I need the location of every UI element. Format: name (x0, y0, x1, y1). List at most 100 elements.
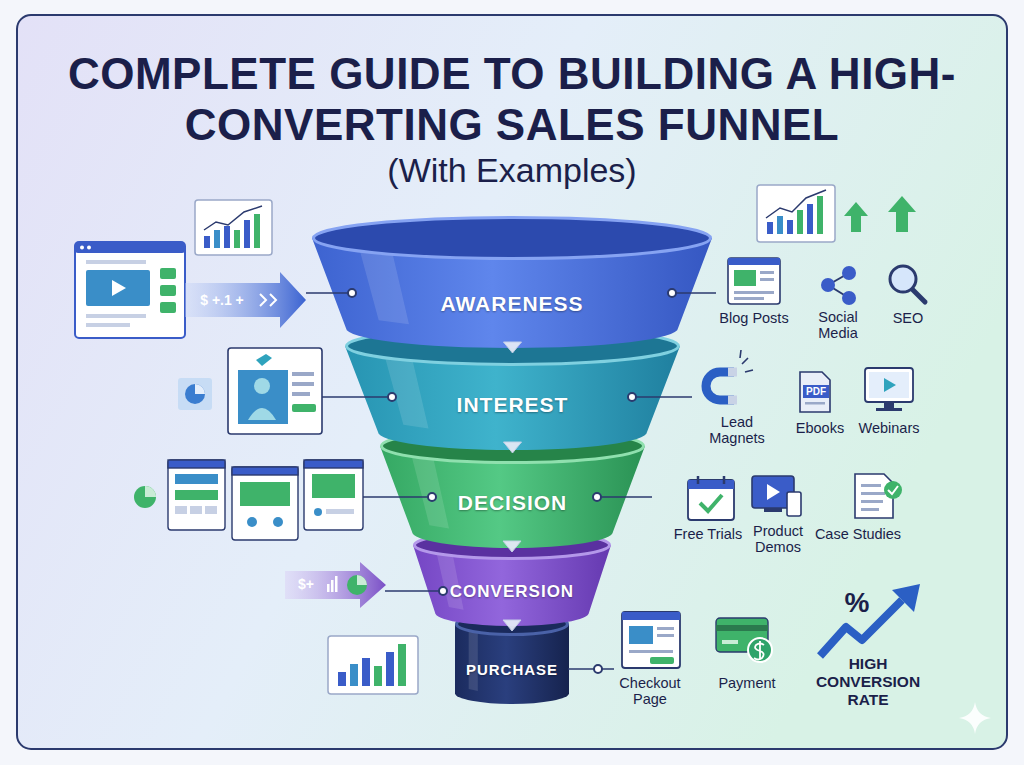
icon-caption: Product Demos (743, 523, 813, 555)
profile-card-icon-part (292, 392, 310, 396)
band-rim (314, 218, 711, 259)
video-page-icon-part (86, 260, 146, 264)
case-study-icon-part (855, 474, 893, 518)
wireframe-pages-part (190, 506, 202, 514)
pie-icon-part (134, 486, 156, 508)
band-highlight (412, 457, 449, 529)
case-study-icon-part (861, 500, 883, 503)
seo-magnifier-icon-part (912, 289, 925, 302)
leader-lines-part (568, 668, 614, 670)
wireframe-pages-part (168, 460, 225, 468)
band-rim (382, 430, 644, 463)
case-study-icon (855, 474, 902, 518)
magnet-icon-part (706, 372, 734, 400)
case-study-icon-part (861, 508, 879, 511)
conversion-arrow-part (331, 580, 334, 592)
profile-card-icon-part (238, 370, 288, 424)
funnel-band-shape (312, 216, 712, 348)
icon-caption: PDF (801, 385, 831, 398)
magnet-icon (706, 350, 753, 400)
growth-chart-card-part (767, 222, 773, 234)
bar-chart-card-part (362, 658, 370, 686)
video-page-icon-part (160, 302, 176, 313)
bar-chart-card-part (386, 652, 394, 686)
video-page-icon-part (75, 242, 185, 338)
growth-chart-card-part (797, 210, 803, 234)
stage-label: AWARENESS (312, 291, 712, 316)
blog-icon-part (760, 278, 774, 281)
case-study-icon-part (888, 486, 898, 494)
wireframe-pages-part (232, 467, 298, 540)
calendar-icon-part (697, 476, 700, 484)
flow-arrowhead (504, 442, 522, 453)
blog-icon-part (760, 271, 774, 274)
checkout-page-icon-part (622, 612, 680, 620)
demo-devices-icon (752, 476, 801, 516)
icon-caption: Checkout Page (610, 675, 690, 707)
mini-chart-card-part (224, 226, 230, 248)
growth-chart-card (757, 185, 835, 242)
mini-chart-card-part (244, 220, 250, 248)
icon-caption: % (837, 588, 877, 618)
wireframe-pages-part (175, 474, 218, 484)
profile-card-icon-part (254, 378, 270, 394)
calendar-icon-part (688, 480, 734, 489)
subtitle-text: (With Examples) (302, 150, 722, 190)
social-share-icon-part (828, 273, 849, 285)
demo-devices-icon-part (752, 476, 794, 508)
pie-icon (134, 486, 156, 508)
demo-devices-icon-part (787, 492, 801, 516)
webinar-icon (865, 368, 913, 411)
growth-chart-card-part (807, 204, 813, 234)
bar-chart-card-part (328, 636, 418, 694)
video-page-icon (75, 242, 185, 338)
mini-chart-card-part (195, 200, 272, 255)
frame-rect (17, 15, 1007, 749)
payment-card-icon-part (716, 625, 768, 631)
wireframe-pages-part (205, 506, 217, 514)
growth-chart-card-part (787, 220, 793, 234)
bar-chart-card-part (350, 664, 358, 686)
profile-card-icon-part (256, 354, 272, 366)
video-page-icon-part (75, 242, 185, 253)
blog-icon-part (728, 258, 780, 265)
social-share-icon-part (842, 291, 856, 305)
payment-card-icon-part (748, 638, 772, 662)
flow-arrowhead (503, 541, 521, 552)
checkout-page-icon-part (622, 612, 680, 668)
magnet-icon-part (740, 350, 753, 372)
mini-chart-card-part (214, 230, 220, 248)
icon-caption: $ +.1 + (182, 292, 262, 309)
growth-chart-card-part (777, 216, 783, 234)
mini-chart-card-part (254, 214, 260, 248)
calendar-icon-part (723, 476, 726, 484)
pie-chip-part (195, 384, 205, 394)
profile-card-icon-part (248, 408, 276, 420)
video-page-icon-part (160, 268, 176, 279)
demo-devices-icon-part (767, 484, 780, 500)
wireframe-pages-part (304, 460, 363, 468)
wireframe-pages (168, 460, 363, 540)
stage-label: DECISION (380, 490, 645, 515)
payment-card-icon (716, 618, 772, 662)
trend-arrow-icon-part (892, 584, 920, 612)
awareness-arrow-part (260, 294, 276, 306)
band-rim (347, 328, 679, 365)
growth-chart-card-part (757, 185, 835, 242)
funnel-stage-band: AWARENESS (312, 216, 712, 348)
conversion-arrow-part (357, 575, 367, 585)
social-share-icon-part (828, 285, 849, 298)
icon-caption: Webinars (849, 420, 929, 436)
leader-lines (306, 293, 716, 669)
wireframe-pages-part (232, 467, 298, 475)
band-rim (415, 532, 610, 559)
band-rim (457, 614, 568, 635)
ebook-icon (800, 372, 830, 412)
bar-chart-card-part (374, 666, 382, 686)
icon-caption: Social Media (808, 309, 868, 341)
case-study-icon-part (884, 481, 902, 499)
wireframe-pages-part (314, 508, 322, 516)
mini-chart-card-part (204, 236, 210, 248)
webinar-icon-part (865, 368, 913, 402)
wireframe-pages-part (312, 474, 355, 498)
